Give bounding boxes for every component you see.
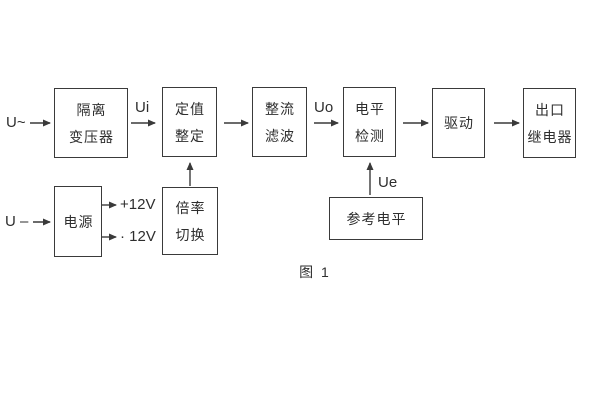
figure-caption: 图 1: [299, 264, 331, 280]
block-label: 整流: [265, 100, 295, 117]
block-label: 整定: [175, 127, 205, 144]
block-reference-level: 参考电平: [329, 197, 423, 240]
block-label: 继电器: [527, 128, 573, 145]
rail-label-negative-12v: · 12V: [120, 228, 156, 245]
block-label: 定值: [175, 100, 205, 117]
block-label: 切换: [175, 226, 206, 243]
block-label: 变压器: [69, 128, 114, 145]
signal-label-uo: Uo: [314, 99, 334, 116]
block-ratio-switch: 倍率 切换: [162, 187, 218, 255]
signal-label-ue: Ue: [378, 174, 398, 191]
input-label-ac: U~: [6, 114, 26, 131]
rail-label-positive-12v: +12V: [120, 196, 156, 213]
block-setpoint-adjust: 定值 整定: [162, 87, 217, 157]
block-driver: 驱动: [432, 88, 485, 158]
block-output-relay: 出口 继电器: [523, 88, 576, 158]
block-isolation-transformer: 隔离 变压器: [54, 88, 128, 158]
block-label: 出口: [535, 101, 565, 118]
block-label: 滤波: [265, 127, 295, 144]
signal-label-ui: Ui: [135, 99, 150, 116]
block-label: 检测: [355, 127, 385, 144]
block-label: 倍率: [175, 199, 206, 216]
block-label: 电源: [63, 213, 94, 230]
block-label: 电平: [355, 100, 385, 117]
block-label: 隔离: [76, 101, 107, 118]
block-rectifier-filter: 整流 滤波: [252, 87, 307, 157]
block-level-detector: 电平 检测: [343, 87, 396, 157]
block-power-supply: 电源: [54, 186, 102, 257]
input-label-dc: U –: [5, 213, 29, 230]
block-label: 参考电平: [346, 210, 407, 227]
block-label: 驱动: [444, 115, 474, 131]
